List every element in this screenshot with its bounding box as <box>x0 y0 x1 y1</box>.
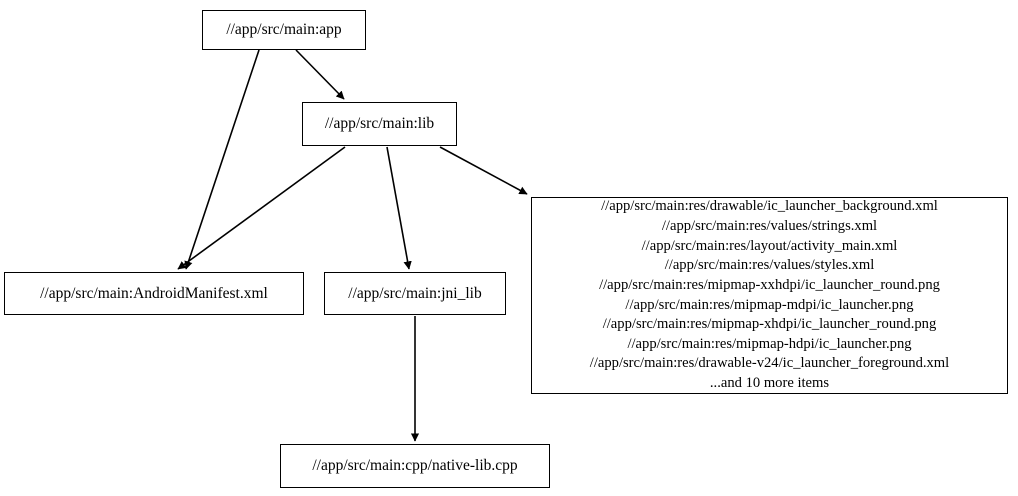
edge-app-to-lib <box>295 49 345 100</box>
edge-lib-to-resources <box>439 146 528 195</box>
edge-app-to-manifest <box>184 49 260 270</box>
node-lib[interactable]: //app/src/main:lib <box>302 102 457 146</box>
node-jni-lib-label: //app/src/main:jni_lib <box>348 284 482 302</box>
edge-lib-to-jni-lib <box>386 146 412 270</box>
node-android-manifest[interactable]: //app/src/main:AndroidManifest.xml <box>4 272 304 315</box>
node-app[interactable]: //app/src/main:app <box>202 10 366 50</box>
node-android-manifest-label: //app/src/main:AndroidManifest.xml <box>40 284 268 302</box>
node-native-lib-cpp[interactable]: //app/src/main:cpp/native-lib.cpp <box>280 444 550 488</box>
node-app-label: //app/src/main:app <box>226 21 342 39</box>
node-jni-lib[interactable]: //app/src/main:jni_lib <box>324 272 506 315</box>
edge-lib-to-manifest <box>177 146 346 270</box>
node-resources-label: //app/src/main:res/drawable/ic_launcher_… <box>589 198 950 391</box>
node-lib-label: //app/src/main:lib <box>324 115 435 133</box>
node-native-lib-cpp-label: //app/src/main:cpp/native-lib.cpp <box>312 457 518 475</box>
node-resources[interactable]: //app/src/main:res/drawable/ic_launcher_… <box>531 197 1008 394</box>
